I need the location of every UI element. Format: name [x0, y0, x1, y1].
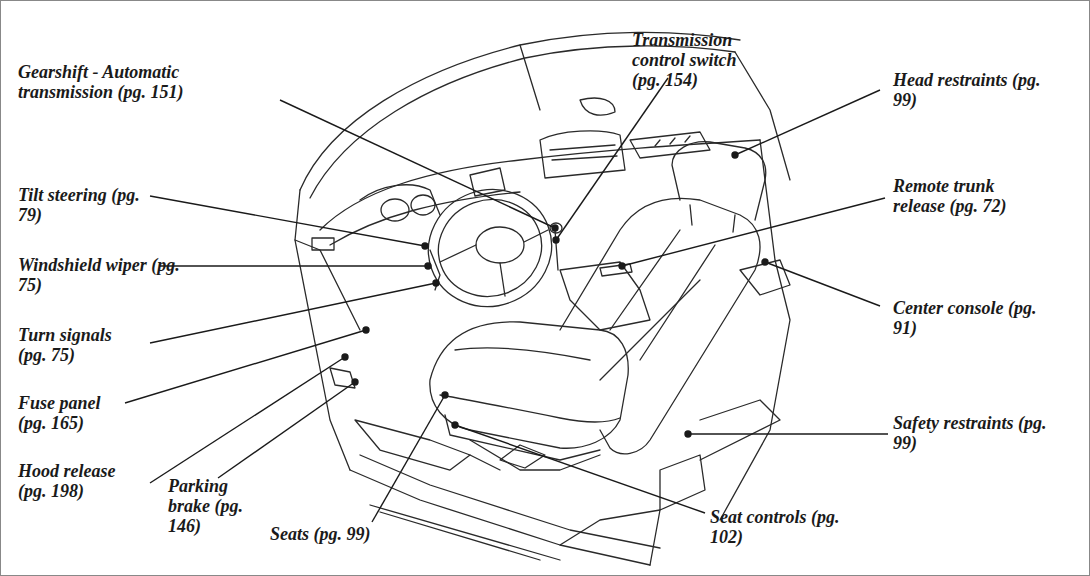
callout-label: Hood release (pg. 198) [18, 461, 143, 501]
leader-line [372, 395, 445, 522]
callout-label: Windshield wiper (pg. 75) [18, 255, 188, 295]
callout-label: Seat controls (pg. 102) [710, 507, 840, 547]
leader-dot [452, 422, 458, 428]
leader-dot [732, 152, 738, 158]
car-sketch [295, 32, 790, 565]
leader-dot [363, 327, 369, 333]
leader-dot [342, 354, 348, 360]
callout-label: Center console (pg. 91) [893, 298, 1043, 338]
leader-line [150, 357, 345, 483]
leader-dot [425, 263, 431, 269]
callout-label: Gearshift - Automatic transmission (pg. … [18, 62, 218, 102]
leader-dot [422, 243, 428, 249]
callout-label: Transmission control switch (pg. 154) [632, 30, 760, 90]
leader-dot [619, 263, 625, 269]
leader-dot [762, 259, 768, 265]
leader-dot [553, 237, 559, 243]
leader-dot [442, 392, 448, 398]
callout-label: Seats (pg. 99) [270, 524, 430, 544]
leader-line [150, 283, 436, 343]
leader-line [622, 198, 885, 266]
leader-dot [685, 431, 691, 437]
leader-line [735, 90, 880, 155]
leader-dot [433, 280, 439, 286]
leader-line [280, 100, 555, 228]
callout-label: Turn signals (pg. 75) [18, 325, 143, 365]
leader-dot [352, 379, 358, 385]
leader-dot [552, 225, 558, 231]
callout-label: Fuse panel (pg. 165) [18, 393, 128, 433]
callout-label: Tilt steering (pg. 79) [18, 185, 148, 225]
callout-label: Parking brake (pg. 146) [168, 476, 250, 536]
leader-line [150, 196, 425, 246]
leader-line [556, 78, 668, 240]
leader-line [688, 433, 888, 434]
leader-line [218, 382, 355, 478]
leader-line [765, 262, 880, 306]
leader-lines [125, 78, 888, 522]
callout-label: Remote trunk release (pg. 72) [893, 176, 1043, 216]
callout-label: Safety restraints (pg. 99) [893, 413, 1073, 453]
leader-line [160, 265, 428, 266]
leader-line [455, 425, 705, 513]
callout-label: Head restraints (pg. 99) [893, 70, 1043, 110]
